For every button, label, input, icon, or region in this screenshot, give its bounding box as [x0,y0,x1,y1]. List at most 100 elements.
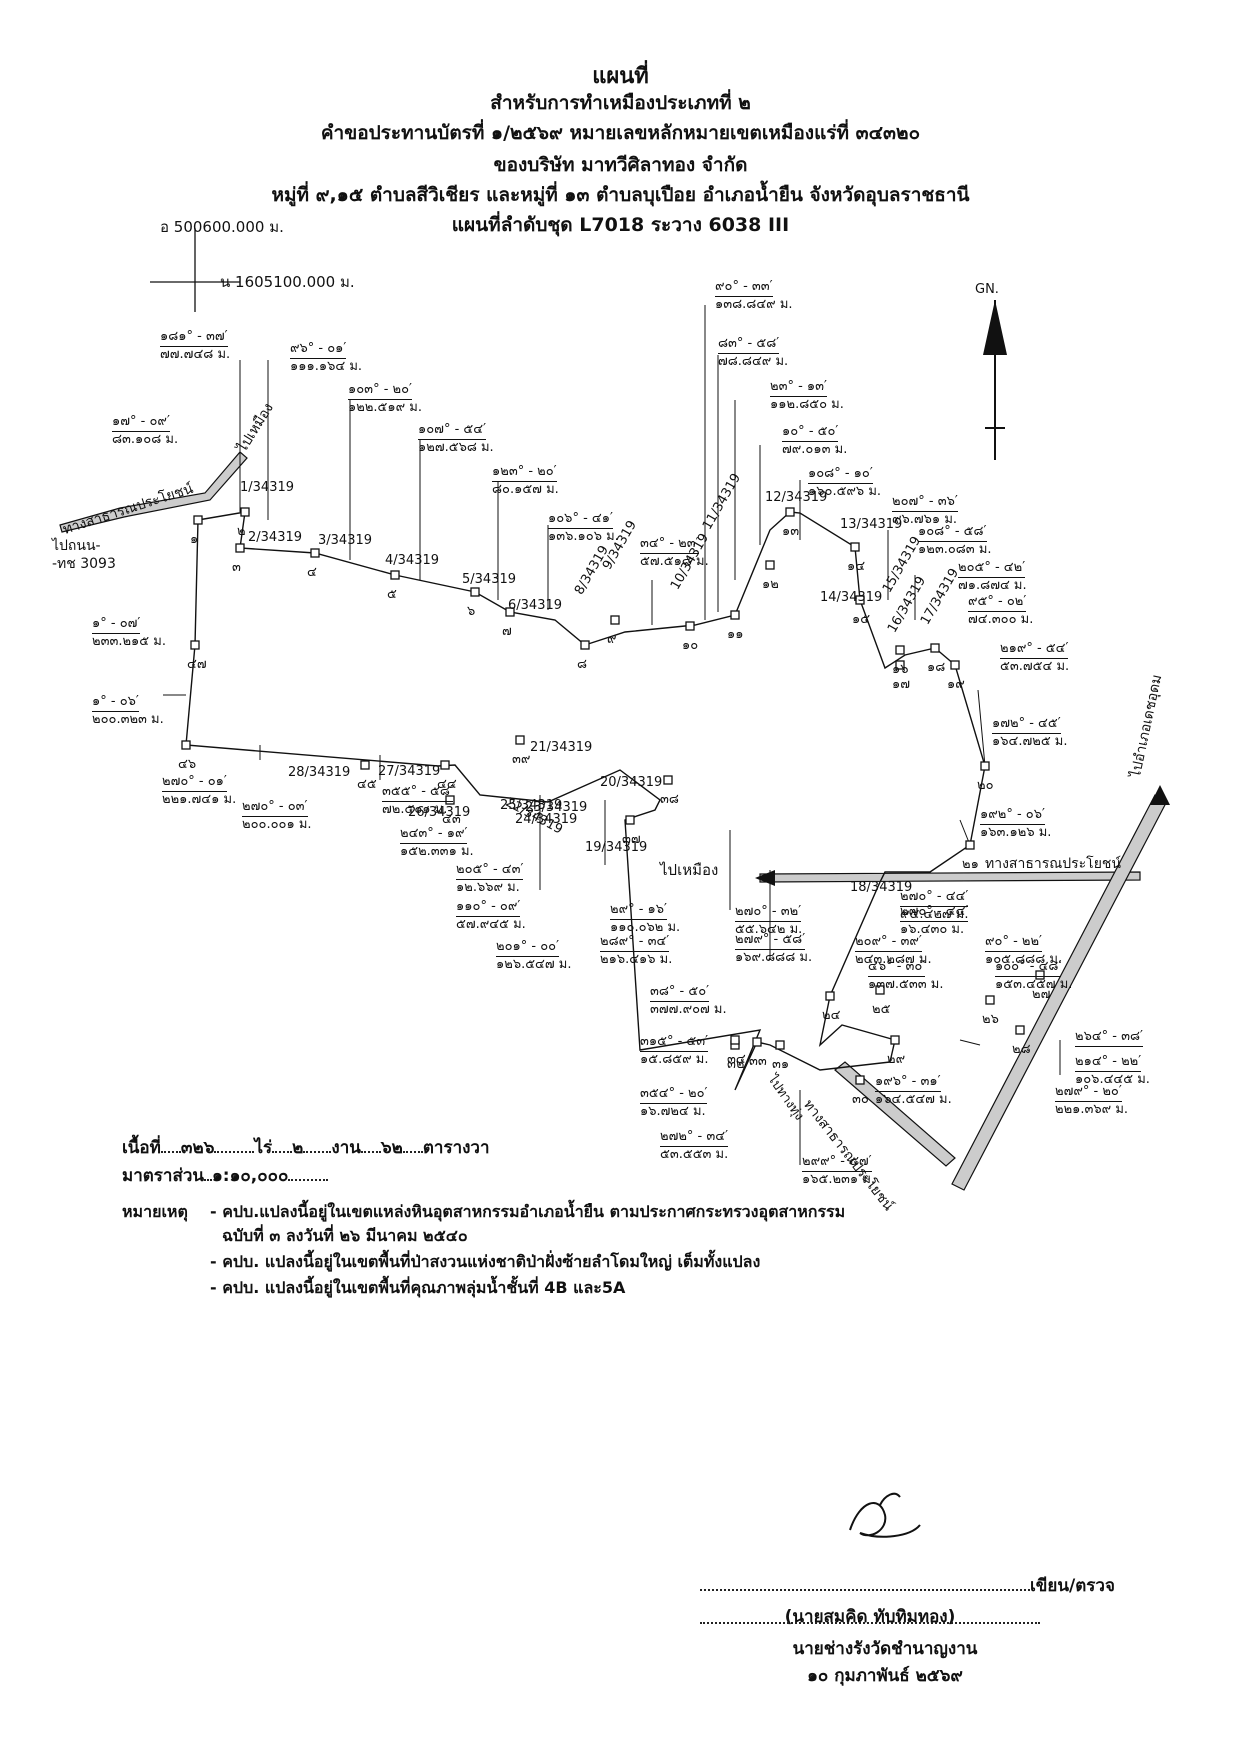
bearing-distance: ๑๑๑.๑๖๔ ม. [290,359,363,374]
bearing-distance: ๒๐๐.๐๐๑ ม. [242,817,312,832]
bearing-angle: ๑๗° - ๐๙′ [112,410,170,432]
peg-label: ๑๕ [852,612,871,627]
peg-marker [875,985,885,995]
peg-marker [1015,1025,1025,1035]
bearing-angle: ๓๕๔° - ๒๐′ [640,1082,708,1104]
bearing-angle: ๔๖° - ๓๐′ [868,955,926,977]
peg-label: ๓๗ [622,832,641,847]
peg-label: ๕ [387,587,397,602]
bearing-distance: ๑๕๓.๔๕๗ ม. [995,977,1073,992]
signature-role: เขียน/ตรวจ [1030,1576,1115,1596]
bearing-distance: ๑๖๙.๘๘๘ ม. [735,950,813,965]
peg-marker [235,543,245,553]
peg-marker [515,735,525,745]
station-label: 13/34319 [840,517,903,532]
area-wa: ๖๒ [380,1138,403,1158]
bearing-angle: ๒๐๑° - ๐๐′ [496,935,560,957]
bearing-distance: ๓๗๗.๙๐๗ ม. [650,1002,727,1017]
station-label: 2/34319 [248,530,303,545]
bearing-distance: ๗๔.๓๐๐ ม. [968,612,1034,627]
bearing-angle: ๒๗๐° - ๔๔′ [900,900,969,922]
peg-label: ๑๐ [682,638,699,653]
bearing-angle: ๑๒๓° - ๒๐′ [492,460,557,482]
peg-label: ๔๗ [187,657,207,672]
bearing-angle: ๒๐๙° - ๓๙′ [855,930,922,952]
bearing-distance: ๙๖.๗๖๑ ม. [892,512,958,527]
station-label: 18/34319 [850,880,913,895]
peg-label: ๒๔ [822,1008,841,1023]
bearing-angle: ๒๗๐° - ๓๒′ [735,900,802,922]
bearing-distance: ๑๓๘.๘๔๙ ม. [715,297,793,312]
peg-label: ๒๙ [887,1052,906,1067]
bearing-distance: ๑๑๐.๐๖๒ ม. [610,920,681,935]
area-ngan-unit: งาน [331,1138,361,1158]
signature-line: เขียน/ตรวจ [700,1572,1130,1599]
bearing-distance: ๑๕๒.๓๓๑ ม. [400,844,474,859]
peg-marker [310,548,320,558]
bearing-distance: ๘๐.๑๕๗ ม. [492,482,559,497]
bearing-angle: ๑๙๒° - ๐๖′ [980,803,1045,825]
peg-marker [1035,970,1045,980]
bearing-angle: ๒๙๙° - ๕๗′ [802,1150,872,1172]
peg-label: ๑๘ [927,660,946,675]
peg-marker [580,640,590,650]
peg-marker [470,587,480,597]
peg-label: ๒๕ [872,1002,891,1017]
peg-label: ๔ [307,565,317,580]
peg-label: ๔๓ [442,812,461,827]
bearing-distance: ๗๑.๘๗๔ ม. [958,578,1027,593]
bearing-angle: ๒๓° - ๑๓′ [770,375,828,397]
notes-label: หมายเหตุ [122,1202,188,1221]
peg-marker [965,840,975,850]
bearing-distance: ๑๒.๖๖๙ ม. [456,880,520,895]
bearing-distance: ๒๒๑.๓๖๙ ม. [1055,1102,1129,1117]
peg-marker [855,1075,865,1085]
bearing-distance: ๑๐๖.๔๔๕ ม. [1075,1072,1150,1087]
peg-label: ๗ [502,624,512,639]
bearing-angle: ๒๔๓° - ๑๙′ [400,822,468,844]
bearing-angle: ๑๐๘° - ๕๘′ [918,520,987,542]
bearing-distance: ๑๓๗.๕๓๓ ม. [868,977,944,992]
bearing-angle: ๒๗๙° - ๒๐′ [1055,1080,1122,1102]
peg-label: ๓๑ [772,1057,790,1072]
bearing-angle: ๑° - ๐๗′ [92,612,141,634]
bearing-distance: ๑๒๒.๕๑๙ ม. [348,400,422,415]
station-label: 20/34319 [600,775,663,790]
station-label: 24/34319 [515,812,578,827]
peg-marker [930,643,940,653]
station-label: 25/34319 [500,798,563,813]
area-line: เนื้อที่๓๒๖ไร่๒งาน๖๒ตารางวา [122,1134,490,1161]
bearing-angle: ๒๑๔° - ๒๒′ [1075,1050,1142,1072]
bearing-distance: ๒๒๑.๗๔๑ ม. [162,792,237,807]
peg-marker [505,607,515,617]
peg-label: ๔๕ [357,777,377,792]
peg-marker [730,610,740,620]
road-left [59,451,248,533]
bearing-angle: ๒๗๙° - ๕๘′ [735,928,806,950]
peg-label: ๒๐ [977,778,994,793]
peg-label: ๒๗ [1032,987,1051,1002]
peg-label: ๘ [577,657,588,672]
peg-label: ๖ [467,604,476,619]
peg-marker [190,640,200,650]
peg-marker [360,760,370,770]
peg-marker [785,507,795,517]
peg-marker [181,740,191,750]
signer-name-dots [700,1600,1040,1629]
bearing-distance: ๑๒๖.๕๔๗ ม. [496,957,572,972]
peg-label: ๓๙ [512,752,531,767]
bearing-distance: ๑๖.๔๓๐ ม. [900,922,965,937]
bearing-angle: ๙๖° - ๐๑′ [290,337,347,359]
bearing-angle: ๒๗๐° - ๔๔′ [900,885,969,907]
peg-marker [625,815,635,825]
grid-northing: น 1605100.000 ม. [220,273,355,291]
area-rai-unit: ไร่ [254,1138,273,1158]
bearing-angle: ๘๓° - ๕๘′ [718,332,780,354]
road-label-to-road: ไปถนน- [52,538,101,554]
note-item-3: - คปบ. แปลงนี้อยู่ในเขตพื้นที่ป่าสงวนแห่… [210,1252,761,1271]
peg-label: ๑๙ [947,677,965,692]
peg-label: ๑๑ [727,627,744,642]
peg-label: ๓๓ [749,1054,767,1069]
grid-easting: อ 500600.000 ม. [160,218,284,236]
bearing-distance: ๘๓.๑๐๘ ม. [112,432,179,447]
